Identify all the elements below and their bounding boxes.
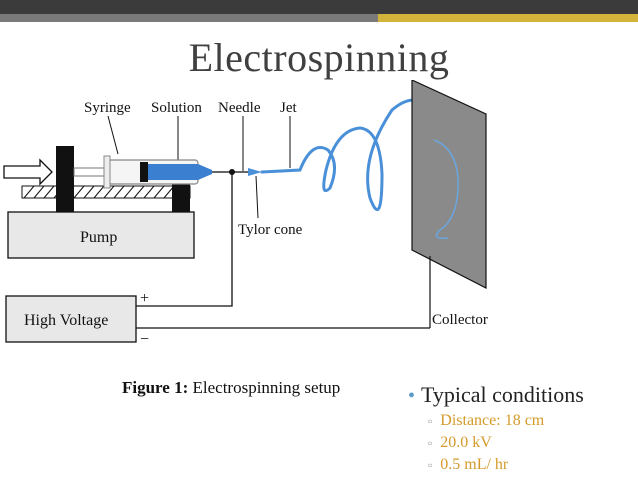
polarity-minus: − [140, 331, 149, 348]
condition-item: ▫ 0.5 mL/ hr [428, 456, 584, 474]
conditions-heading: Typical conditions [421, 382, 584, 407]
square-bullet-icon: ▫ [428, 458, 433, 472]
pointer-taylor-cone [255, 175, 259, 219]
label-needle: Needle [218, 100, 261, 116]
collector-fibers [433, 139, 459, 240]
condition-item: ▫ 20.0 kV [428, 434, 584, 452]
syringe-plunger-rod [73, 167, 109, 177]
push-arrow [3, 158, 53, 186]
top-bar-grey [0, 14, 378, 22]
label-solution: Solution [151, 100, 202, 116]
collector-plate [411, 80, 487, 289]
conditions-heading-row: •Typical conditions [408, 382, 584, 408]
pump-holder-block [172, 178, 190, 212]
conditions-list: •Typical conditions ▫ Distance: 18 cm ▫ 20… [408, 382, 584, 474]
bullet-dot-icon: • [408, 385, 416, 407]
label-syringe: Syringe [84, 100, 131, 116]
pointer-syringe [107, 115, 119, 155]
figure-caption-prefix: Figure 1: [122, 378, 189, 397]
taylor-cone [248, 168, 262, 176]
syringe-flange [103, 155, 111, 189]
pump-box [7, 211, 195, 259]
figure-caption-text: Electrospinning setup [188, 378, 341, 397]
high-voltage-box [5, 295, 137, 343]
top-bar-gold [378, 14, 638, 22]
syringe-plunger-head [140, 162, 148, 182]
condition-distance: Distance: 18 cm [440, 412, 545, 429]
high-voltage-label: High Voltage [24, 312, 108, 329]
label-taylor-cone: Tylor cone [238, 222, 303, 238]
pump-pusher-block [56, 146, 74, 212]
polarity-plus: + [140, 290, 149, 307]
label-jet: Jet [280, 100, 297, 116]
square-bullet-icon: ▫ [428, 414, 433, 428]
top-bar-dark [0, 0, 638, 14]
pump-label: Pump [80, 229, 117, 246]
solution-fill [148, 164, 212, 180]
condition-flow-rate: 0.5 mL/ hr [440, 456, 509, 473]
square-bullet-icon: ▫ [428, 436, 433, 450]
electrospinning-diagram: Syringe Solution Needle Jet Tylor cone P… [3, 80, 488, 348]
positive-wire [136, 172, 233, 307]
figure-caption: Figure 1: Electrospinning setup [122, 378, 340, 398]
condition-voltage: 20.0 kV [440, 434, 492, 451]
top-decoration-bar [0, 0, 638, 22]
label-collector: Collector [432, 312, 488, 328]
slide-title: Electrospinning [188, 35, 450, 80]
condition-item: ▫ Distance: 18 cm [428, 412, 584, 430]
